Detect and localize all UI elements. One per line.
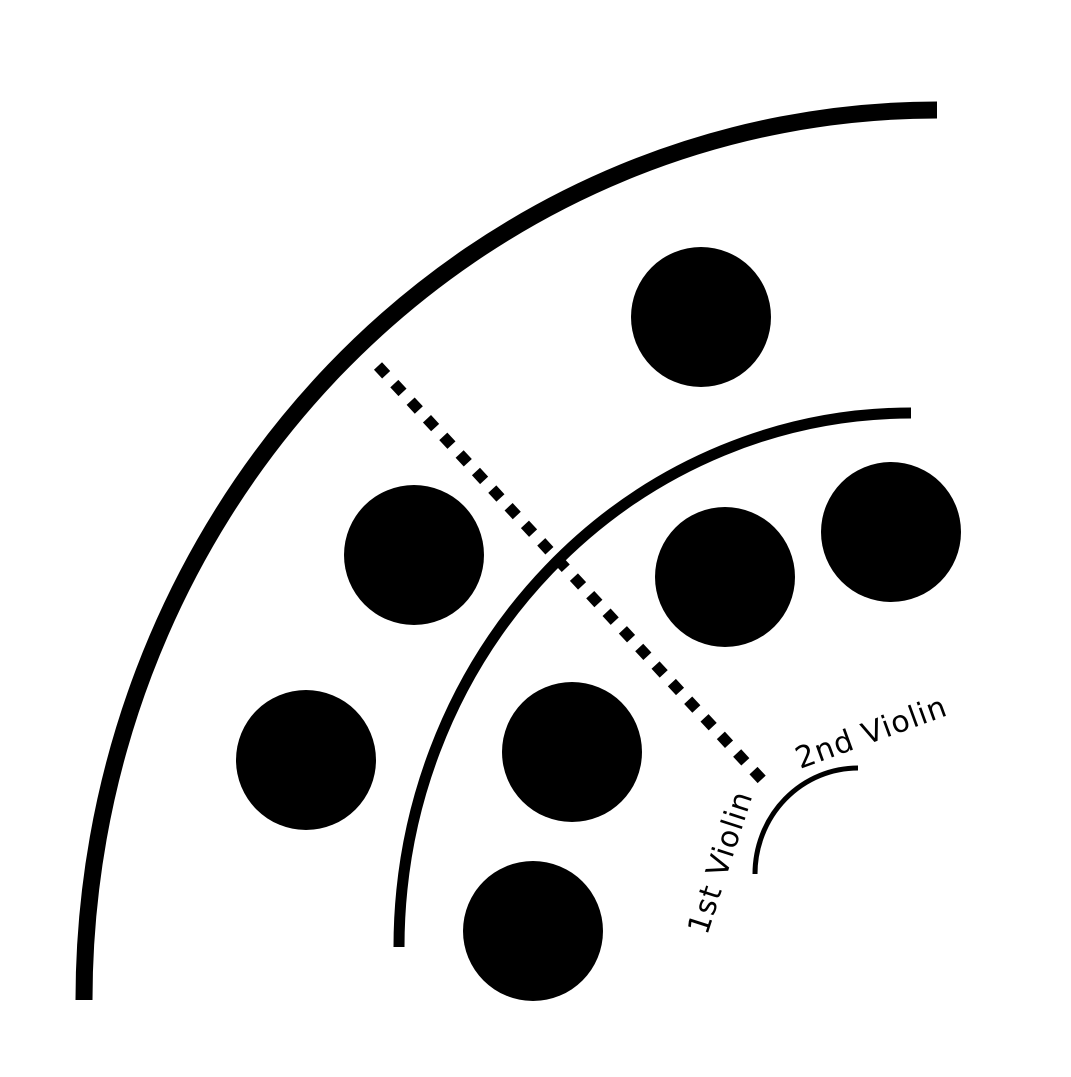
inner-section-arc xyxy=(393,407,912,948)
player-dot xyxy=(236,690,376,830)
player-dot xyxy=(502,682,642,822)
player-dot xyxy=(463,861,603,1001)
player-dot xyxy=(655,507,795,647)
first-violin-label: 1st Violin xyxy=(681,787,760,939)
outer-stage-arc xyxy=(75,101,938,1001)
player-dot xyxy=(631,247,771,387)
conductor-podium-arc xyxy=(752,765,859,875)
second-violin-label: 2nd Violin xyxy=(791,689,952,776)
player-dot xyxy=(344,485,484,625)
player-dot xyxy=(821,462,961,602)
